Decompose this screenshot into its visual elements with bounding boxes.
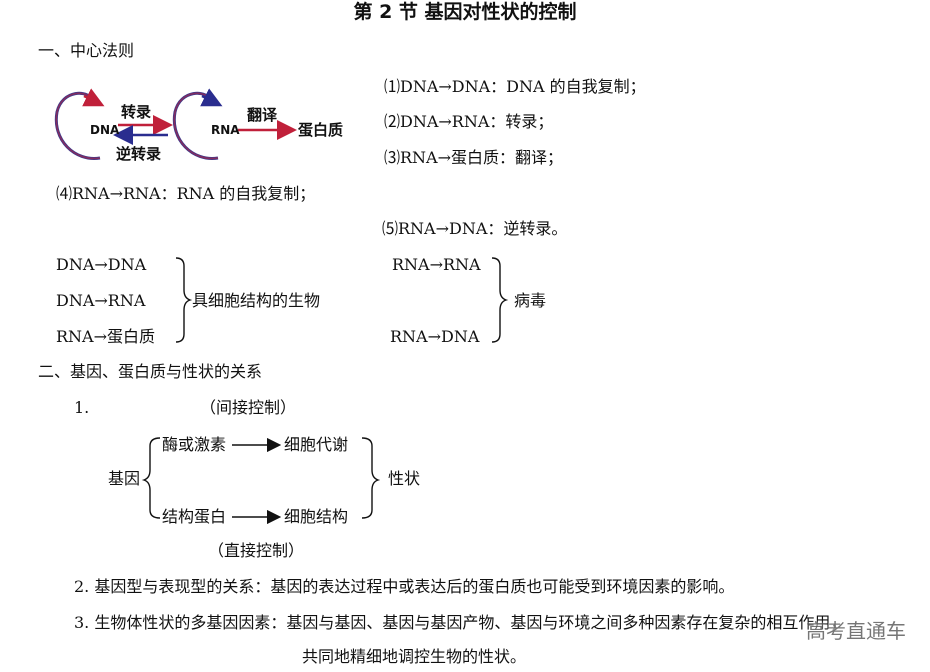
transcription-label: 转录	[121, 103, 152, 121]
dna-replication-loop	[54, 88, 105, 160]
rna-label: RNA	[211, 123, 240, 137]
indirect-control-label: （间接控制）	[200, 398, 297, 417]
trait-label: 性状	[388, 469, 421, 488]
virus-label: 病毒	[514, 291, 547, 310]
flow-item-2: ⑵DNA→RNA：转录；	[384, 112, 554, 131]
flow-item-4: ⑷RNA→RNA：RNA 的自我复制；	[56, 184, 316, 203]
item-3-text-line1: 3. 生物体性状的多基因因素：基因与基因、基因与基因产物、基因与环境之间多种因素…	[74, 613, 847, 632]
virus-brace	[491, 257, 509, 343]
page-title: 第 2 节 基因对性状的控制	[353, 1, 577, 23]
cell-structure-label: 细胞结构	[284, 507, 349, 526]
flow-item-5: ⑸RNA→DNA：逆转录。	[382, 219, 568, 238]
trait-brace	[361, 437, 381, 519]
item-3-text-line2: 共同地精细地调控生物的性状。	[302, 647, 527, 666]
protein-label: 蛋白质	[298, 121, 344, 139]
cellular-item-3: RNA→蛋白质	[56, 327, 156, 346]
cellular-label: 具细胞结构的生物	[192, 291, 321, 310]
watermark-text: 高考直通车	[806, 619, 906, 643]
direct-control-label: （直接控制）	[208, 541, 305, 560]
enzyme-label: 酶或激素	[162, 435, 227, 454]
dna-label: DNA	[90, 123, 120, 137]
flow-item-1: ⑴DNA→DNA：DNA 的自我复制；	[384, 77, 646, 96]
cellular-brace	[175, 257, 193, 343]
translation-label: 翻译	[247, 106, 278, 124]
structural-protein-label: 结构蛋白	[162, 507, 227, 526]
rna-replication-loop	[172, 88, 223, 160]
cellular-item-1: DNA→DNA	[56, 255, 147, 274]
gene-label: 基因	[108, 469, 141, 488]
flow-item-3: ⑶RNA→蛋白质：翻译；	[384, 148, 564, 167]
virus-item-2: RNA→DNA	[390, 327, 480, 346]
item-1-number: 1.	[74, 398, 90, 417]
section-heading-central-dogma: 一、中心法则	[38, 41, 135, 60]
reverse-transcription-label: 逆转录	[116, 145, 162, 163]
gene-brace	[141, 437, 161, 519]
metabolism-label: 细胞代谢	[284, 435, 349, 454]
virus-item-1: RNA→RNA	[392, 255, 481, 274]
section-heading-gene-protein-trait: 二、基因、蛋白质与性状的关系	[38, 362, 263, 381]
cellular-item-2: DNA→RNA	[56, 291, 146, 310]
item-2-text: 2. 基因型与表现型的关系：基因的表达过程中或表达后的蛋白质也可能受到环境因素的…	[74, 577, 735, 596]
